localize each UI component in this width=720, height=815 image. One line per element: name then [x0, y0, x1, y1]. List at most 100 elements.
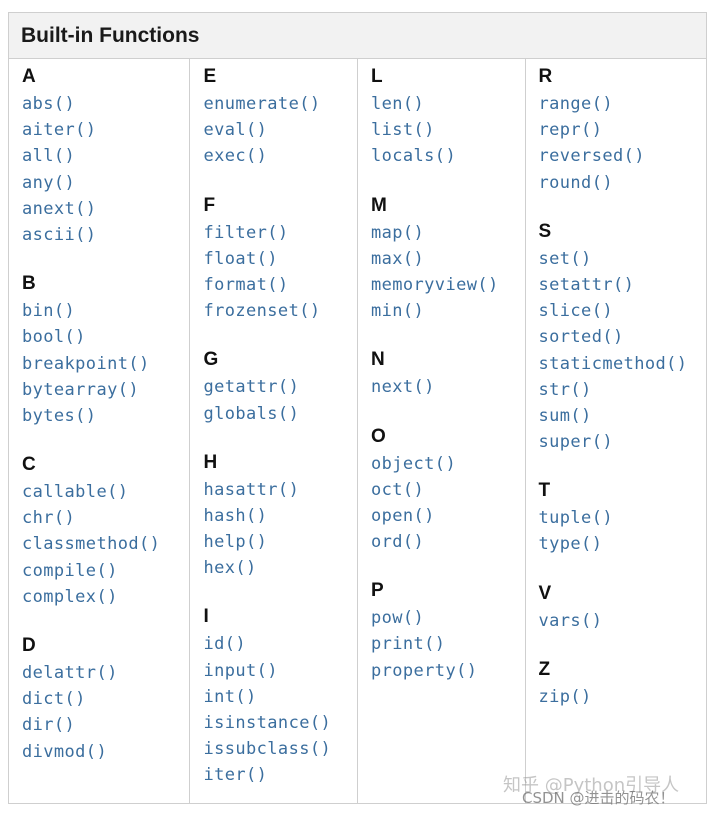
function-link-callable[interactable]: callable() — [22, 482, 129, 503]
function-link-int[interactable]: int() — [203, 686, 257, 707]
group-letter: N — [371, 349, 385, 371]
function-link-hasattr[interactable]: hasattr() — [203, 479, 300, 500]
function-link-locals[interactable]: locals() — [371, 146, 457, 167]
function-link-property[interactable]: property() — [371, 660, 478, 681]
function-link-all[interactable]: all() — [22, 146, 76, 167]
group-letter: C — [22, 454, 36, 476]
function-link-bytes[interactable]: bytes() — [22, 405, 97, 426]
function-link-dict[interactable]: dict() — [22, 689, 86, 710]
group-letter: P — [371, 580, 384, 602]
function-link-dir[interactable]: dir() — [22, 715, 76, 736]
function-link-frozenset[interactable]: frozenset() — [203, 301, 321, 322]
function-link-format[interactable]: format() — [203, 274, 289, 295]
function-link-id[interactable]: id() — [203, 634, 247, 655]
function-link-vars[interactable]: vars() — [538, 610, 603, 631]
function-link-open[interactable]: open() — [371, 505, 435, 526]
function-link-memoryview[interactable]: memoryview() — [371, 274, 499, 295]
function-link-ascii[interactable]: ascii() — [22, 224, 97, 245]
function-link-classmethod[interactable]: classmethod() — [22, 534, 161, 555]
function-link-globals[interactable]: globals() — [203, 403, 300, 424]
function-link-bin[interactable]: bin() — [22, 301, 76, 322]
function-link-enumerate[interactable]: enumerate() — [203, 94, 321, 114]
function-link-breakpoint[interactable]: breakpoint() — [22, 353, 150, 374]
function-link-range[interactable]: range() — [538, 94, 613, 114]
group-letter: I — [203, 606, 209, 628]
function-link-set[interactable]: set() — [538, 248, 592, 269]
function-link-tuple[interactable]: tuple() — [538, 508, 613, 529]
function-link-len[interactable]: len() — [371, 94, 425, 114]
function-link-float[interactable]: float() — [203, 248, 278, 269]
function-link-pow[interactable]: pow() — [371, 608, 425, 629]
function-link-slice[interactable]: slice() — [538, 301, 613, 322]
function-link-complex[interactable]: complex() — [22, 586, 118, 607]
function-link-setattr[interactable]: setattr() — [538, 274, 635, 295]
function-link-super[interactable]: super() — [538, 432, 613, 453]
group-letter: E — [203, 66, 217, 87]
group-letter: L — [371, 66, 383, 87]
function-link-anext[interactable]: anext() — [22, 198, 97, 219]
function-link-abs[interactable]: abs() — [22, 94, 76, 114]
function-link-bool[interactable]: bool() — [22, 327, 86, 348]
function-link-next[interactable]: next() — [371, 377, 435, 398]
function-link-str[interactable]: str() — [538, 379, 592, 400]
function-link-compile[interactable]: compile() — [22, 560, 118, 581]
function-link-zip[interactable]: zip() — [538, 686, 592, 707]
group-letter: G — [203, 349, 219, 371]
function-link-min[interactable]: min() — [371, 301, 425, 322]
function-link-chr[interactable]: chr() — [22, 508, 76, 529]
function-link-oct[interactable]: oct() — [371, 479, 425, 500]
function-link-hash[interactable]: hash() — [203, 505, 268, 526]
function-link-isinstance[interactable]: isinstance() — [203, 713, 332, 733]
group-letter: B — [22, 273, 36, 295]
function-link-getattr[interactable]: getattr() — [203, 377, 300, 398]
function-link-object[interactable]: object() — [371, 453, 457, 474]
function-link-input[interactable]: input() — [203, 660, 278, 681]
group-letter: R — [538, 66, 553, 87]
function-link-divmod[interactable]: divmod() — [22, 741, 108, 762]
group-letter: V — [538, 582, 552, 604]
group-letter: T — [538, 480, 551, 502]
function-link-list[interactable]: list() — [371, 120, 435, 141]
function-link-bytearray[interactable]: bytearray() — [22, 379, 139, 400]
function-link-sorted[interactable]: sorted() — [538, 327, 624, 348]
function-link-staticmethod[interactable]: staticmethod() — [538, 353, 688, 374]
function-link-delattr[interactable]: delattr() — [22, 663, 118, 683]
function-link-iter[interactable]: iter() — [203, 765, 268, 786]
function-link-repr[interactable]: repr() — [538, 120, 603, 141]
group-letter: S — [538, 220, 552, 242]
function-link-hex[interactable]: hex() — [203, 558, 257, 579]
function-link-ord[interactable]: ord() — [371, 532, 425, 553]
function-link-aiter[interactable]: aiter() — [22, 120, 97, 141]
group-letter: F — [203, 194, 216, 216]
function-link-round[interactable]: round() — [538, 172, 613, 193]
function-link-help[interactable]: help() — [203, 532, 268, 553]
function-link-map[interactable]: map() — [371, 222, 425, 243]
function-link-eval[interactable]: eval() — [203, 120, 268, 141]
function-link-reversed[interactable]: reversed() — [538, 146, 645, 167]
function-link-sum[interactable]: sum() — [538, 405, 592, 426]
function-link-type[interactable]: type() — [538, 534, 603, 555]
group-letter: H — [203, 451, 218, 473]
function-link-print[interactable]: print() — [371, 634, 446, 655]
function-link-filter[interactable]: filter() — [203, 222, 289, 243]
function-link-exec[interactable]: exec() — [203, 146, 268, 167]
function-link-max[interactable]: max() — [371, 248, 425, 269]
group-letter: A — [22, 66, 36, 87]
function-link-issubclass[interactable]: issubclass() — [203, 739, 332, 760]
function-link-any[interactable]: any() — [22, 172, 76, 193]
